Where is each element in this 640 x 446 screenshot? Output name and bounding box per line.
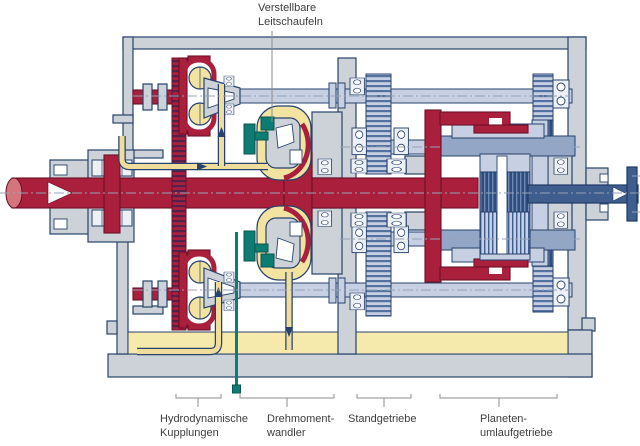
label-couplings-line2: Kupplungen [160, 427, 219, 439]
label-spur-gear-line1: Standgetriebe [348, 413, 417, 425]
oil-flow-arrow-right-icon [197, 162, 207, 171]
bracket-spur-gear [356, 394, 412, 407]
label-couplings: Hydrodynamische Kupplungen [160, 412, 248, 440]
oil-pipes [118, 84, 293, 356]
output-flow-arrow-icon [612, 186, 628, 202]
label-planetary: Planeten- umlaufgetriebe [480, 412, 553, 440]
centerlines [0, 95, 640, 291]
bracket-converter [239, 394, 335, 407]
label-spur-gear: Standgetriebe [348, 412, 417, 426]
label-couplings-line1: Hydrodynamische [160, 413, 249, 425]
label-guide-vanes-line1: Verstellbare [258, 2, 317, 14]
guide-vane-lower [275, 237, 295, 263]
oil-flow-arrow-up2-icon [214, 287, 223, 297]
bracket-planetary [439, 394, 558, 407]
output-shaft [527, 166, 640, 222]
label-planetary-line1: Planeten- [480, 413, 528, 425]
spur-gear-train [365, 73, 392, 317]
output-flange [626, 166, 638, 222]
label-brackets [175, 394, 558, 407]
label-converter: Drehmoment- wandler [267, 412, 334, 440]
label-planetary-line2: umlaufgetriebe [480, 427, 553, 439]
oil-flow-arrow-up-icon [217, 127, 226, 137]
bracket-couplings [175, 394, 222, 407]
label-converter-line1: Drehmoment- [267, 413, 335, 425]
guide-vane-actuators [232, 116, 275, 394]
label-guide-vanes: Verstellbare Leitschaufeln [258, 1, 323, 29]
oil-flow-arrow-down-icon [285, 327, 293, 337]
guide-vane [275, 123, 295, 149]
control-line-marker [232, 384, 241, 394]
label-guide-vanes-line2: Leitschaufeln [258, 16, 323, 28]
label-converter-line2: wandler [267, 427, 306, 439]
